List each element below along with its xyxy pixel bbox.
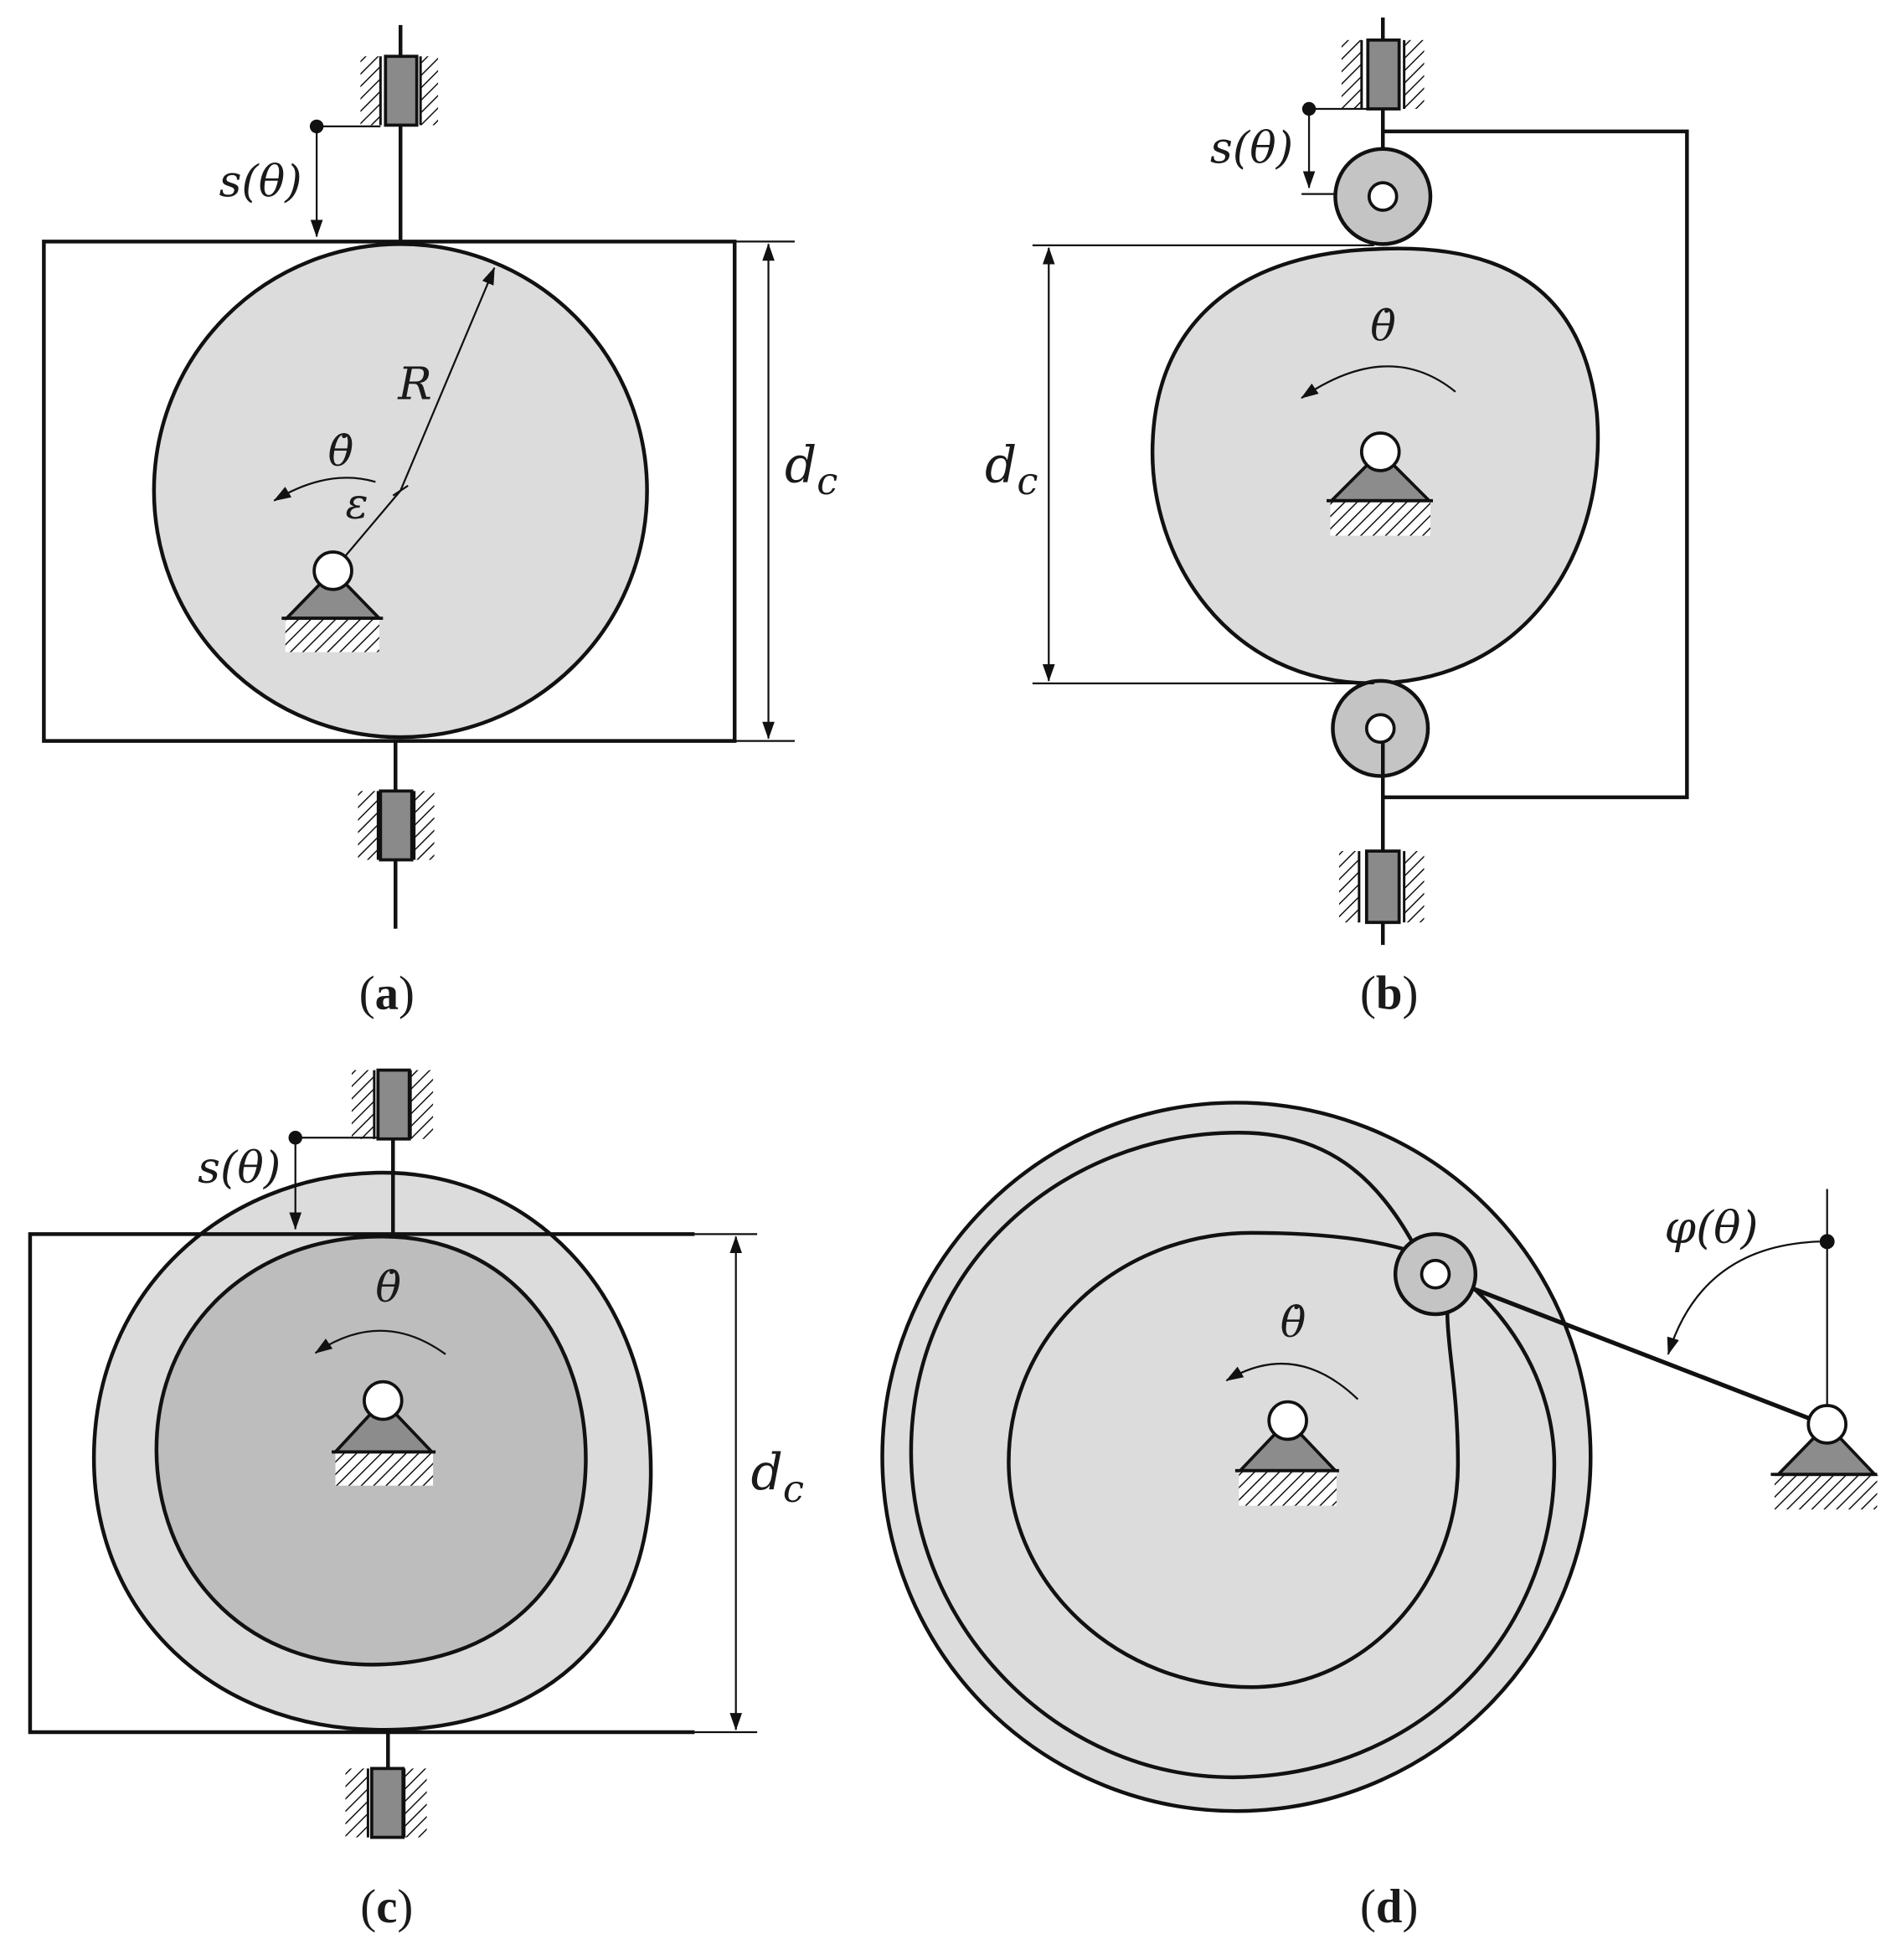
top-roller — [1333, 147, 1433, 246]
follower-frame — [42, 240, 737, 743]
phi-angle-arrow — [1667, 1240, 1820, 1355]
theta-dot-label: θ̇ — [1370, 301, 1396, 350]
caption-d: (d) — [1360, 1880, 1418, 1933]
arm-pivot-support — [1770, 1404, 1878, 1510]
caption-a: (a) — [359, 967, 415, 1019]
pivot-support — [1234, 1400, 1339, 1506]
rotation-arrow — [314, 1329, 446, 1355]
top-slider-guide — [360, 56, 439, 126]
rotation-arrow — [1301, 365, 1456, 400]
s-theta-label: s(θ) — [219, 157, 302, 208]
rotation-arrow — [1225, 1363, 1359, 1400]
s-theta-label: s(θ) — [198, 1142, 281, 1194]
roller — [1393, 1232, 1478, 1317]
grooved-cam-disc — [880, 1101, 1593, 1813]
bottom-slider-guide — [345, 1768, 427, 1838]
reference-point — [1819, 1234, 1835, 1250]
pivot-pin-icon — [1267, 1400, 1308, 1442]
rotation-arrow — [273, 477, 376, 502]
dc-label: dc — [785, 436, 837, 503]
bottom-slider-guide — [358, 791, 435, 860]
caption-c: (c) — [360, 1880, 413, 1933]
radius-line — [399, 266, 496, 492]
theta-dot-label: θ̇ — [375, 1262, 401, 1312]
panel-c: s(θ) θ̇ dc (c) — [28, 1068, 804, 1933]
slider-block-bottom — [370, 1767, 405, 1839]
panel-a: s(θ) R ε θ̇ dc — [42, 24, 837, 1019]
panel-d: φ(θ) θ̇ (d) — [880, 1101, 1878, 1933]
caption-b: (b) — [1360, 967, 1418, 1019]
pivot-pin-icon — [312, 550, 353, 591]
phi-theta-label: φ(θ) — [1664, 1201, 1758, 1254]
pivot-support — [281, 550, 384, 652]
dc-label: dc — [985, 436, 1038, 503]
s-theta-label: s(θ) — [1210, 122, 1293, 173]
eccentricity-label: ε — [345, 479, 368, 529]
radius-label: R — [397, 358, 431, 410]
panel-b: s(θ) θ̇ — [985, 17, 1689, 1019]
pivot-support — [1326, 431, 1434, 536]
dc-label: dc — [751, 1444, 804, 1511]
theta-dot-label: θ̇ — [1281, 1297, 1306, 1347]
top-slider-guide — [1341, 39, 1425, 109]
theta-dot-label: θ̇ — [328, 426, 354, 476]
slider-block-bottom — [1364, 849, 1401, 925]
pivot-pin-icon — [1359, 431, 1401, 472]
oscillating-arm — [1435, 1271, 1826, 1426]
groove-inner-edge — [1007, 1230, 1461, 1689]
pivot-pin-icon — [1806, 1404, 1847, 1445]
slider-block-top — [376, 1068, 411, 1141]
slider-block-bottom — [379, 789, 414, 862]
follower-frame — [28, 1232, 695, 1735]
bottom-slider-guide — [1338, 851, 1425, 923]
bottom-roller — [1331, 678, 1430, 778]
pivot-pin-icon — [363, 1380, 404, 1421]
pivot-support — [332, 1380, 436, 1486]
slider-block-top — [1366, 38, 1401, 111]
slider-block-top — [384, 54, 419, 127]
groove-outer-edge — [909, 1131, 1557, 1780]
yoke-frame — [1383, 129, 1689, 800]
